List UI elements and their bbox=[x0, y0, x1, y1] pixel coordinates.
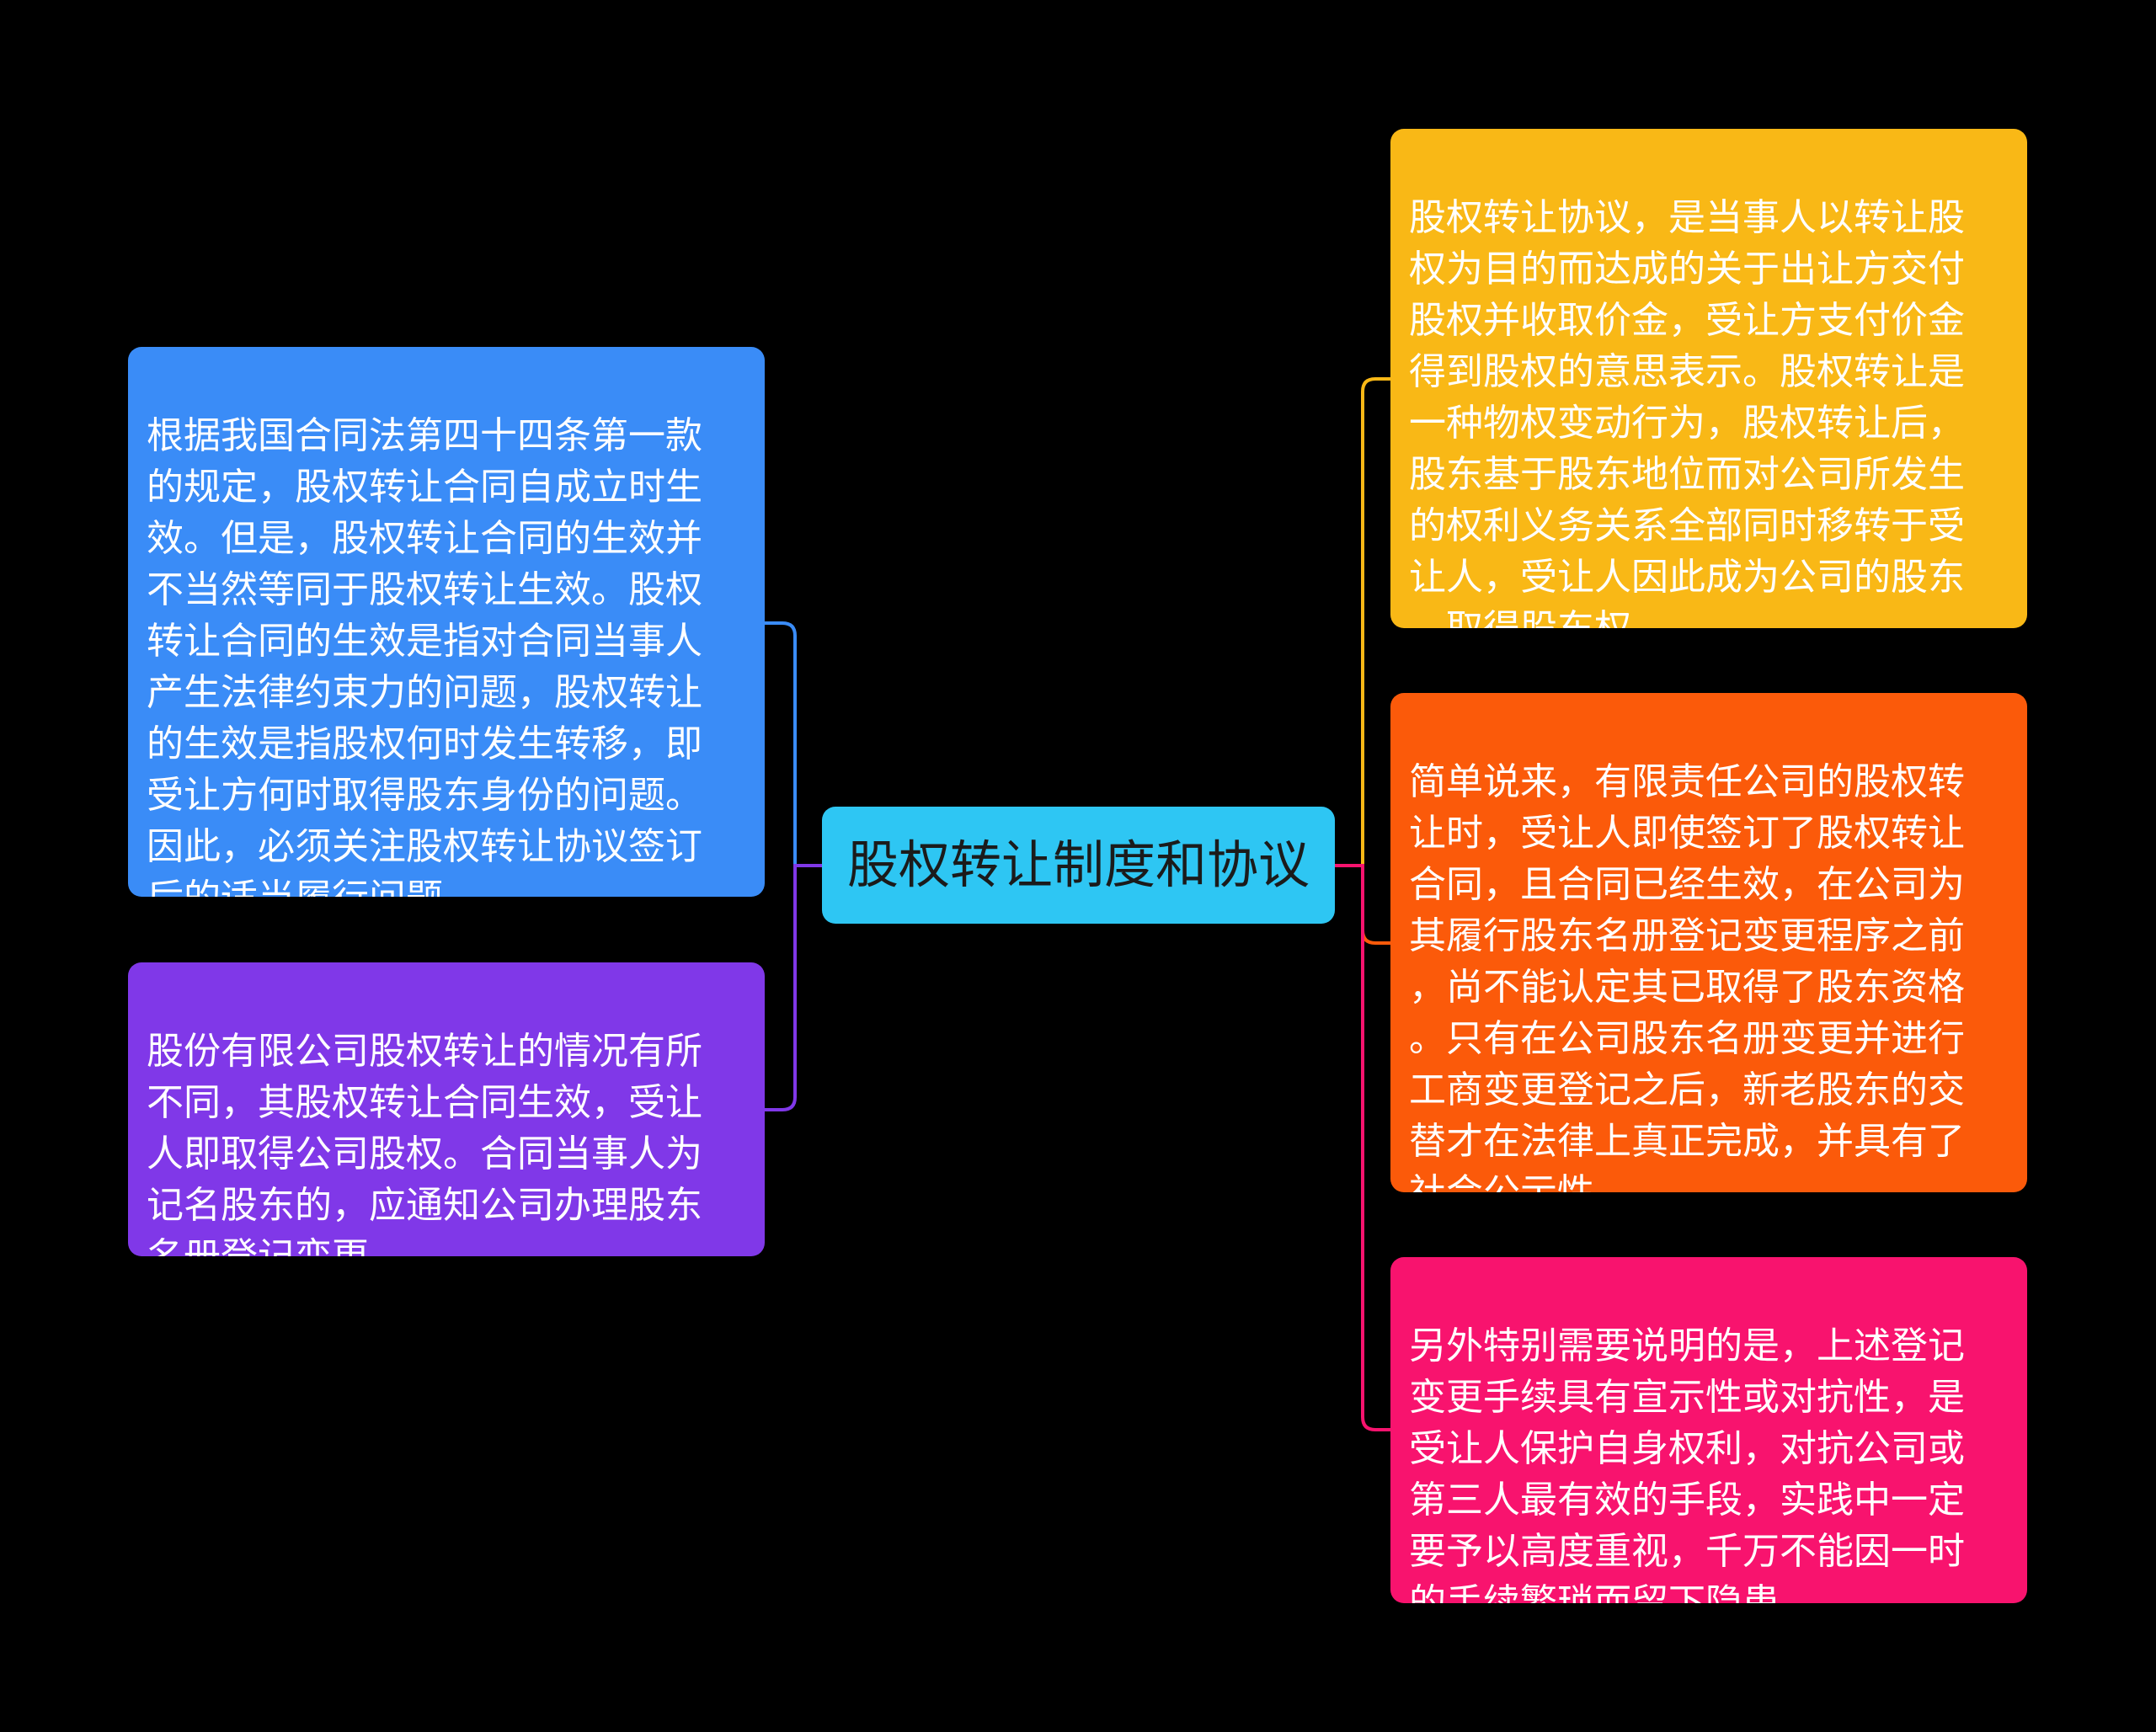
right-node-agreement-definition-text: 股权转让协议，是当事人以转让股 权为目的而达成的关于出让方交付 股权并收取价金，… bbox=[1409, 196, 1965, 628]
left-node-joint-stock[interactable]: 股份有限公司股权转让的情况有所 不同，其股权转让合同生效，受让 人即取得公司股权… bbox=[128, 962, 765, 1256]
connector-center-right-1 bbox=[1335, 377, 1390, 867]
center-topic-title: 股权转让制度和协议 bbox=[846, 835, 1310, 895]
center-topic-node[interactable]: 股权转让制度和协议 bbox=[822, 807, 1335, 924]
right-node-registration-note[interactable]: 另外特别需要说明的是，上述登记 变更手续具有宣示性或对抗性，是 受让人保护自身权… bbox=[1390, 1257, 2027, 1603]
right-node-llc-transfer-text: 简单说来，有限责任公司的股权转 让时，受让人即使签订了股权转让 合同，且合同已经… bbox=[1409, 760, 1965, 1192]
left-node-contract-effect[interactable]: 根据我国合同法第四十四条第一款 的规定，股权转让合同自成立时生 效。但是，股权转… bbox=[128, 347, 765, 897]
left-node-joint-stock-text: 股份有限公司股权转让的情况有所 不同，其股权转让合同生效，受让 人即取得公司股权… bbox=[147, 1030, 702, 1256]
connector-center-left-1 bbox=[765, 621, 822, 867]
right-node-registration-note-text: 另外特别需要说明的是，上述登记 变更手续具有宣示性或对抗性，是 受让人保护自身权… bbox=[1409, 1324, 1965, 1603]
right-node-llc-transfer[interactable]: 简单说来，有限责任公司的股权转 让时，受让人即使签订了股权转让 合同，且合同已经… bbox=[1390, 693, 2027, 1192]
right-node-agreement-definition[interactable]: 股权转让协议，是当事人以转让股 权为目的而达成的关于出让方交付 股权并收取价金，… bbox=[1390, 129, 2027, 628]
connector-center-right-3 bbox=[1335, 864, 1390, 1431]
connector-center-left-2 bbox=[765, 864, 822, 1111]
left-node-contract-effect-text: 根据我国合同法第四十四条第一款 的规定，股权转让合同自成立时生 效。但是，股权转… bbox=[147, 414, 702, 897]
